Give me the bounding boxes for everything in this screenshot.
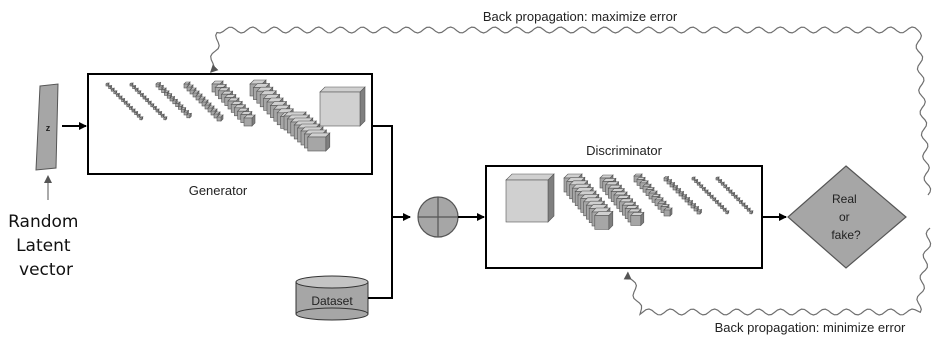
discriminator-layers <box>505 173 754 231</box>
discriminator-thin-layer <box>733 194 738 199</box>
generator-thin-layer <box>105 82 110 87</box>
discriminator-layer-small <box>672 184 679 191</box>
generator-layer-small <box>195 93 203 101</box>
discriminator-thin-layer <box>746 207 751 212</box>
generator-thin-layer <box>144 97 150 103</box>
generator-thin-layer <box>115 92 121 98</box>
generator-thin-layer <box>157 110 163 116</box>
discriminator-input-block <box>505 173 555 223</box>
generator-thin-layer <box>133 110 139 116</box>
discriminator-thin-layer <box>691 176 696 181</box>
discriminator-thin-layer <box>706 191 712 197</box>
generator-thin-layer <box>147 100 152 105</box>
generator-thin-layer <box>163 116 168 121</box>
generator-thin-layer <box>152 105 158 111</box>
discriminator-layer-medium <box>630 211 645 227</box>
discriminator-thin-layer <box>699 184 704 189</box>
generator-thin-layer <box>136 113 141 118</box>
discriminator-label: Discriminator <box>586 143 663 158</box>
discriminator-thin-layer <box>722 207 727 212</box>
generator-thin-layer <box>129 82 134 87</box>
generator-layer-small <box>186 112 193 119</box>
generator-thin-layer <box>137 90 142 95</box>
discriminator-thin-layer <box>730 191 736 197</box>
generator-layer-small <box>166 92 173 99</box>
discriminator-thin-layer <box>709 194 714 199</box>
generator-thin-layer <box>120 97 126 103</box>
generator-thin-layer <box>139 92 145 98</box>
discriminator-thin-layer <box>723 184 728 189</box>
dataset-cylinder: Dataset <box>295 275 369 321</box>
backprop-minimize-label: Back propagation: minimize error <box>715 320 906 335</box>
generator-thin-layer <box>131 108 136 113</box>
discriminator-layer-small <box>666 178 673 185</box>
discriminator-thin-layer <box>696 181 701 186</box>
random-latent-vector-label: Random Latent vector <box>8 212 84 280</box>
backprop-maximize-line <box>209 26 932 196</box>
discriminator-thin-layer <box>738 199 744 205</box>
discriminator-thin-layer <box>719 204 725 210</box>
discriminator-layer-large <box>594 210 614 231</box>
discriminator-thin-layer <box>714 199 720 205</box>
generator-layer-large <box>307 132 331 152</box>
generator-layers <box>105 79 366 152</box>
discriminator-layer-medium <box>663 207 673 217</box>
generator-thin-layer <box>107 84 113 90</box>
discriminator-layer-small <box>687 199 694 206</box>
discriminator-thin-layer <box>693 178 699 184</box>
discriminator-thin-layer <box>725 186 731 192</box>
discriminator-thin-layer <box>712 197 717 202</box>
generator-thin-layer <box>134 87 139 92</box>
generator-label: Generator <box>189 183 248 198</box>
discriminator-thin-layer <box>743 204 749 210</box>
dataset-to-combine-connector <box>368 217 393 299</box>
generator-layer-small <box>216 114 224 122</box>
generator-thin-layer <box>139 116 144 121</box>
generator-to-combine-connector <box>372 125 411 221</box>
discriminator-thin-layer <box>717 202 722 207</box>
discriminator-thin-layer <box>715 176 720 181</box>
generator-layer-medium <box>243 114 256 127</box>
discriminator-thin-layer <box>701 186 707 192</box>
generator-thin-layer <box>128 105 134 111</box>
discriminator-thin-layer <box>717 178 723 184</box>
generator-thin-layer <box>131 84 137 90</box>
circle-plus-icon <box>417 196 459 238</box>
discriminator-thin-layer <box>728 189 733 194</box>
backprop-maximize-label: Back propagation: maximize error <box>483 9 678 24</box>
z-label: z <box>46 123 51 133</box>
generator-thin-layer <box>142 95 147 100</box>
discriminator-thin-layer <box>720 181 725 186</box>
real-or-fake-label: Real or fake? <box>831 192 861 242</box>
backprop-minimize-line <box>623 227 932 316</box>
generator-thin-layer <box>150 103 155 108</box>
diamond-icon: Real or fake? <box>787 165 907 269</box>
discriminator-thin-layer <box>749 210 754 215</box>
generator-thin-layer <box>118 95 123 100</box>
generator-thin-layer <box>110 87 115 92</box>
discriminator-thin-layer <box>725 210 730 215</box>
discriminator-thin-layer <box>704 189 709 194</box>
discriminator-layer-small <box>696 208 703 215</box>
discriminator-thin-layer <box>736 197 741 202</box>
generator-thin-layer <box>160 113 165 118</box>
generator-thin-layer <box>113 90 118 95</box>
discriminator-thin-layer <box>741 202 746 207</box>
latent-vector: z <box>35 83 59 171</box>
generator-thin-layer <box>126 103 131 108</box>
generator-thin-layer <box>155 108 160 113</box>
generator-output-block <box>319 86 366 127</box>
dataset-label: Dataset <box>311 294 353 308</box>
generator-thin-layer <box>123 100 128 105</box>
